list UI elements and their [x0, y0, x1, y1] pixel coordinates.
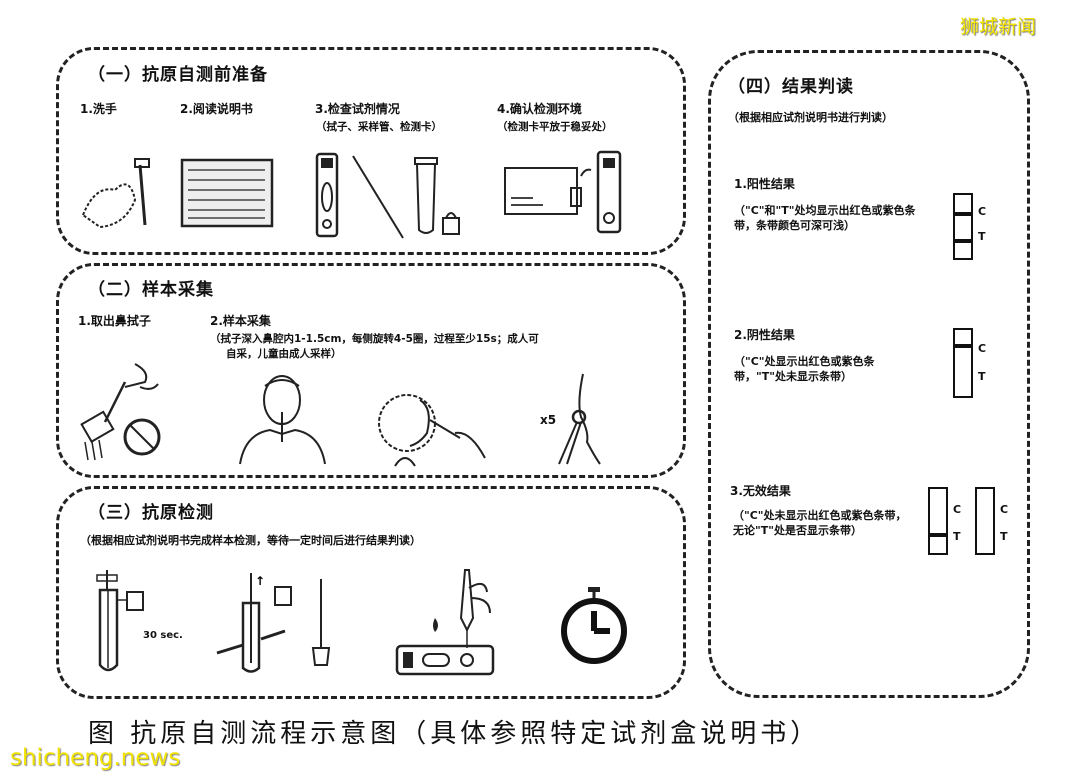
- t-label: T: [978, 370, 986, 383]
- t-label: T: [953, 530, 961, 543]
- step-read-manual: 2.阅读说明书: [180, 102, 253, 116]
- positive-result-label: 1.阳性结果: [734, 177, 795, 191]
- invalid-test-strip-2: [975, 487, 995, 555]
- figure-caption: 图 抗原自测流程示意图（具体参照特定试剂盒说明书）: [88, 719, 821, 749]
- remove-swab-icon: [80, 363, 161, 461]
- timer-icon: [561, 587, 627, 664]
- invalid-result-description: （"C"处未显示出红色或紫色条带，无论"T"处是否显示条带）: [733, 509, 907, 537]
- section-preparation-title: （一）抗原自测前准备: [88, 65, 268, 85]
- step-collect-sample: 2.样本采集: [210, 314, 271, 328]
- negative-result-description: （"C"处显示出红色或紫色条带，"T"处未显示条带）: [734, 355, 875, 383]
- invalid-test-strip-1: [928, 487, 948, 555]
- squeeze-tube-icon: ↑: [216, 573, 331, 673]
- positive-result-description: （"C"和"T"处均显示出红色或紫色条带，条带颜色可深可浅）: [734, 204, 916, 232]
- step-check-kit: 3.检查试剂情况: [315, 102, 400, 116]
- test-kit-items-icon: [315, 152, 460, 239]
- positive-test-strip: [953, 193, 973, 260]
- swab-in-tube-icon: [96, 570, 144, 672]
- t-label: T: [978, 230, 986, 243]
- step-confirm-environment-note: （检测卡平放于稳妥处）: [497, 121, 613, 133]
- c-label: C: [978, 205, 987, 218]
- person-front-icon: [239, 375, 326, 465]
- section-result-interpretation-panel: [708, 50, 1030, 698]
- sample-collection-note-line2: 自采，儿童由成人采样）: [226, 348, 342, 360]
- add-drops-to-card-icon: [395, 569, 495, 676]
- section-antigen-test-panel: [56, 486, 686, 699]
- step-wash-hands: 1.洗手: [80, 102, 117, 116]
- section-preparation-panel: [56, 47, 686, 255]
- section-result-interpretation-title: （四）结果判读: [728, 77, 854, 97]
- step-confirm-environment: 4.确认检测环境: [497, 102, 582, 116]
- antigen-test-note: （根据相应试剂说明书完成样本检测，等待一定时间后进行结果判读）: [80, 534, 421, 547]
- section-antigen-test-title: （三）抗原检测: [88, 503, 214, 523]
- test-line-band: [930, 533, 946, 537]
- watermark-bottom-left: shicheng.news: [10, 745, 181, 771]
- test-environment-icon: [504, 150, 622, 234]
- section-sample-collection-title: （二）样本采集: [88, 280, 214, 300]
- svg-text:↑: ↑: [255, 574, 265, 588]
- control-line-band: [955, 212, 971, 216]
- c-label: C: [1000, 503, 1009, 516]
- negative-result-label: 2.阴性结果: [734, 328, 795, 342]
- c-label: C: [978, 342, 987, 355]
- instruction-manual-icon: [180, 158, 274, 228]
- result-interpretation-note: （根据相应试剂说明书进行判读）: [728, 111, 893, 124]
- step-check-kit-note: （拭子、采样管、检测卡）: [316, 121, 442, 133]
- section-sample-collection-panel: [56, 263, 686, 478]
- c-label: C: [953, 503, 962, 516]
- rotation-count-label: x5: [540, 413, 557, 427]
- t-label: T: [1000, 530, 1008, 543]
- negative-test-strip: [953, 328, 973, 398]
- test-line-band: [955, 239, 971, 243]
- hand-washing-icon: [81, 158, 150, 229]
- step-take-swab: 1.取出鼻拭子: [78, 314, 151, 328]
- control-line-band: [955, 344, 971, 348]
- mix-time-label: 30 sec.: [143, 630, 183, 641]
- nostril-rotation-icon: [558, 373, 601, 465]
- invalid-result-label: 3.无效结果: [730, 484, 791, 498]
- sample-collection-note-line1: （拭子深入鼻腔内1-1.5cm，每侧旋转4-5圈，过程至少15s；成人可: [210, 333, 539, 345]
- watermark-top-right: 狮城新闻: [960, 16, 1037, 38]
- nasal-swab-icon: [378, 394, 486, 467]
